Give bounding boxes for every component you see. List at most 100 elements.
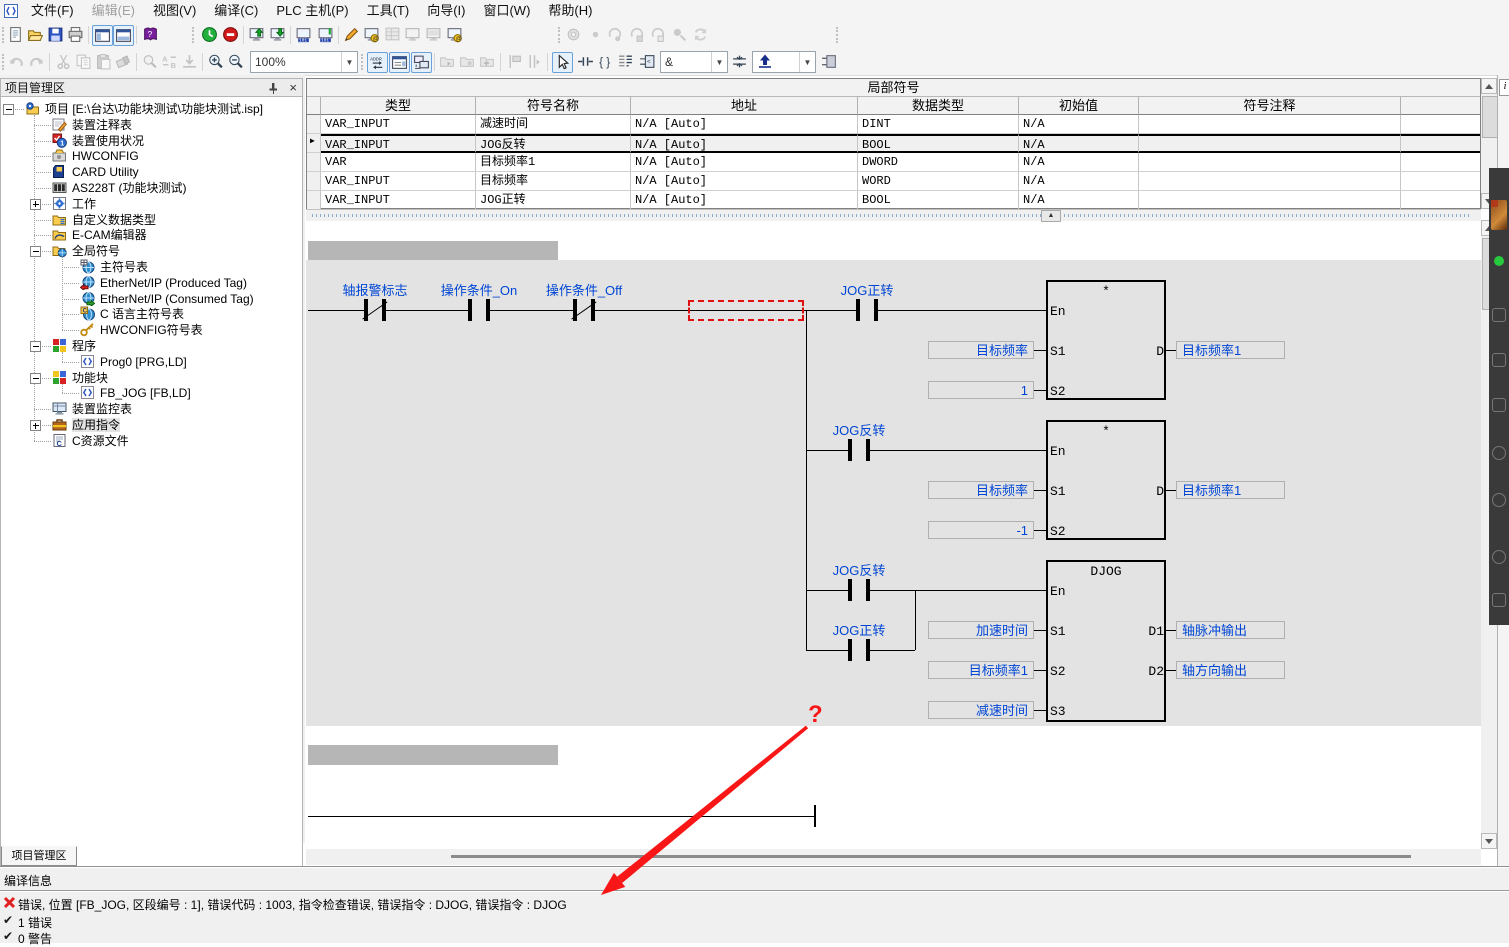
tree-item-12[interactable]: EtherNet/IP (Consumed Tag) <box>1 291 301 308</box>
cell-0-type[interactable]: VAR_INPUT <box>321 115 476 134</box>
avatar[interactable] <box>1491 200 1507 230</box>
tree-item-18[interactable]: FB_JOG [FB,LD] <box>1 385 301 401</box>
ladder-hscrollbar[interactable] <box>306 849 1481 865</box>
monitor-toggle-icon[interactable] <box>411 52 432 73</box>
cell-4-type[interactable]: VAR_INPUT <box>321 191 476 210</box>
project-panel-tab[interactable]: 项目管理区 <box>1 846 77 866</box>
bookmark-b-icon[interactable] <box>525 52 544 71</box>
row-selector-0[interactable] <box>307 115 321 134</box>
symbols-hscrollbar[interactable]: ▲ <box>306 209 1481 222</box>
row-selector-4[interactable] <box>307 191 321 210</box>
toolbar-grip[interactable] <box>836 27 840 43</box>
row-selector-2[interactable] <box>307 153 321 172</box>
contact-bar[interactable] <box>848 639 852 661</box>
error-message[interactable]: 错误, 位置 [FB_JOG, 区段编号 : 1], 错误代码 : 1003, … <box>18 898 567 912</box>
overlay-tool-icon-0[interactable] <box>1492 308 1506 322</box>
cell-4-data_type[interactable]: BOOL <box>858 191 1019 210</box>
status-dot[interactable] <box>1494 256 1504 266</box>
monitor-gray2-icon[interactable] <box>424 25 443 44</box>
tree-item-17[interactable]: 功能块 <box>1 370 301 386</box>
toolbar-grip[interactable] <box>2 27 6 43</box>
contact-bar[interactable] <box>866 579 870 601</box>
chevron-down-icon[interactable]: ▼ <box>799 52 815 72</box>
contact-bar[interactable] <box>866 639 870 661</box>
monitor-101b-icon[interactable]: 101 <box>316 25 335 44</box>
print-icon[interactable] <box>66 25 85 44</box>
menu-item-8[interactable]: 帮助(H) <box>548 3 593 18</box>
open-file-icon[interactable] <box>26 25 45 44</box>
overlay-tool-icon-1[interactable] <box>1492 353 1506 367</box>
refresh-icon[interactable] <box>691 25 710 44</box>
zoom-out-icon[interactable] <box>226 52 245 71</box>
addr-toggle-icon[interactable]: ADDR <box>367 52 388 73</box>
rotate-a-icon[interactable] <box>605 25 624 44</box>
cell-1-initial[interactable]: N/A <box>1019 134 1139 153</box>
cell-2-data_type[interactable]: DWORD <box>858 153 1019 172</box>
contact-label[interactable]: JOG反转 <box>832 423 886 438</box>
contact-bar[interactable] <box>468 299 472 321</box>
expand-box[interactable] <box>30 198 41 210</box>
overlay-tool-icon-6[interactable] <box>1492 593 1506 607</box>
expand-box[interactable] <box>30 420 41 431</box>
toolbar-grip[interactable] <box>2 54 6 70</box>
monitor-at2-icon[interactable]: @ <box>445 25 464 44</box>
contact-bar[interactable] <box>848 579 852 601</box>
edit-pen-icon[interactable] <box>342 25 361 44</box>
operand-output-D1[interactable]: 轴脉冲输出 <box>1176 621 1285 639</box>
collapse-splitter-button[interactable]: ▲ <box>1041 210 1061 222</box>
cell-0-comment[interactable] <box>1139 115 1401 134</box>
menu-item-2[interactable]: 视图(V) <box>152 3 197 18</box>
overlay-tool-icon-4[interactable] <box>1492 493 1506 507</box>
contact-bar[interactable] <box>848 439 852 461</box>
tree-item-6[interactable]: 工作 <box>1 196 301 212</box>
cell-2-type[interactable]: VAR <box>321 153 476 172</box>
tree-item-15[interactable]: 程序 <box>1 338 301 354</box>
table-gray-icon[interactable] <box>383 25 402 44</box>
contact-bar[interactable] <box>874 299 878 321</box>
menu-item-1[interactable]: 编辑(E) <box>91 3 135 18</box>
new-file-icon[interactable] <box>6 25 25 44</box>
cell-0-name[interactable]: 减速时间 <box>476 115 631 134</box>
network-tool-icon[interactable] <box>820 52 839 71</box>
child-window-icon[interactable] <box>4 4 18 18</box>
contact-label[interactable]: 轴报警标志 <box>342 283 408 298</box>
contact-label[interactable]: JOG反转 <box>832 563 886 578</box>
menu-item-3[interactable]: 编译(C) <box>214 3 259 18</box>
pin-icon[interactable] <box>266 81 280 95</box>
operand-input-S1[interactable]: 目标频率 <box>928 341 1034 359</box>
zoom-in-icon[interactable] <box>206 52 225 71</box>
coil-tool-icon[interactable]: { } <box>596 52 615 71</box>
cell-3-address[interactable]: N/A [Auto] <box>631 172 858 191</box>
rotate-c-icon[interactable] <box>648 25 667 44</box>
erase-icon[interactable] <box>114 52 133 71</box>
cell-3-initial[interactable]: N/A <box>1019 172 1139 191</box>
info-icon[interactable]: i <box>1499 79 1509 96</box>
row-selector-1[interactable]: ▶ <box>307 134 321 153</box>
bookmark-a-icon[interactable] <box>505 52 524 71</box>
goto-icon[interactable] <box>180 52 199 71</box>
tree-item-1[interactable]: 装置注释表 <box>1 117 301 133</box>
toolbar-grip[interactable] <box>558 27 562 43</box>
cell-3-comment[interactable] <box>1139 172 1401 191</box>
scroll-up-icon[interactable] <box>1481 78 1497 94</box>
compare-tool-icon[interactable] <box>730 52 749 71</box>
cell-4-address[interactable]: N/A [Auto] <box>631 191 858 210</box>
tree-item-20[interactable]: 应用指令 <box>1 417 301 433</box>
operand-input-S2[interactable]: -1 <box>928 521 1034 539</box>
simulator-start-icon[interactable] <box>200 25 219 44</box>
menu-item-5[interactable]: 工具(T) <box>366 3 410 18</box>
download-plc-icon[interactable] <box>268 25 287 44</box>
rotate-b-icon[interactable] <box>627 25 646 44</box>
tree-item-3[interactable]: HWCONFIG <box>1 148 301 164</box>
pane-vertical-icon[interactable] <box>92 25 113 46</box>
dot-small-icon[interactable] <box>586 25 605 44</box>
tree-item-11[interactable]: EtherNet/IP (Produced Tag) <box>1 275 301 292</box>
network-1-header[interactable] <box>308 241 558 260</box>
cell-4-name[interactable]: JOG正转 <box>476 191 631 210</box>
